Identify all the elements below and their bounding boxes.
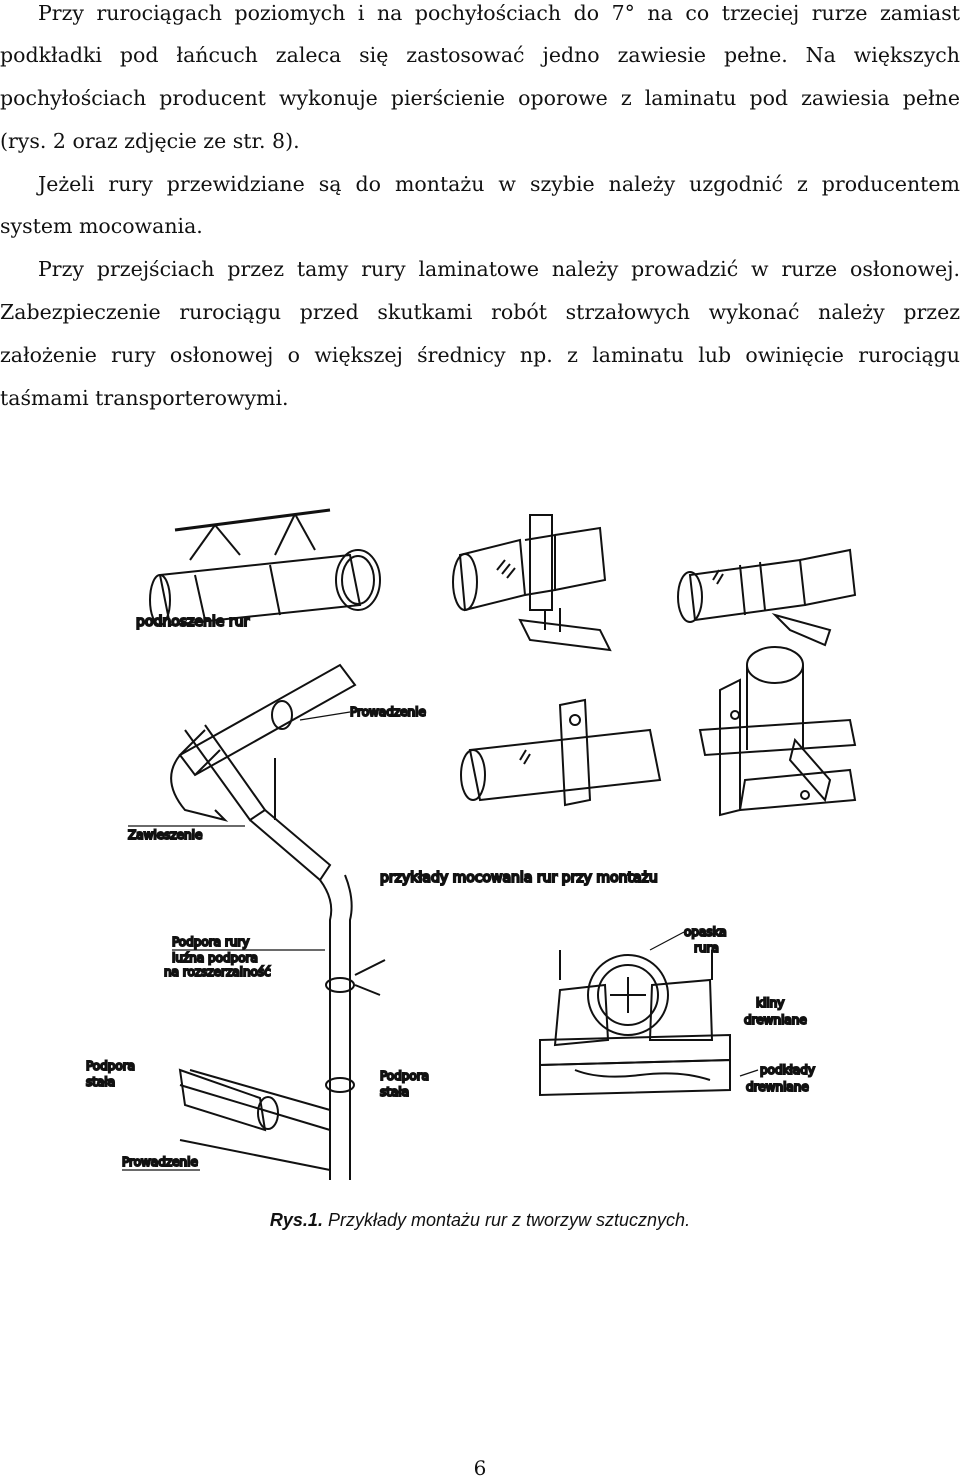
label-fixed-support-right-2: stała (380, 1085, 409, 1099)
paragraph-line: Zabezpieczenie rurociągu przed skutkami … (0, 300, 960, 324)
paragraph-line: taśmami transporterowymi. (0, 386, 289, 410)
label-loose-support-2: na rozszerzalność (164, 965, 271, 979)
horizontal-clamp-drawing (460, 698, 662, 807)
paragraph-line: pochyłościach producent wykonuje pierści… (0, 86, 960, 110)
label-wedges-2: drewniane (744, 1013, 807, 1027)
paragraph-line: system mocowania. (0, 214, 203, 238)
clamp-stand-drawing (452, 514, 612, 652)
lifting-pipe-drawing (149, 508, 381, 627)
paragraph-line: podkładki pod łańcuch zaleca się zastoso… (0, 43, 960, 67)
label-clamp-band: opaska (684, 925, 727, 939)
pipeline-route-drawing (170, 663, 386, 1180)
label-wedges-1: kliny (756, 996, 784, 1010)
pipe-mounting-figure: podnoszenie rur (0, 480, 960, 1210)
paragraph-line: założenie rury osłonowej o większej śred… (0, 343, 960, 367)
label-guide-bottom: Prowadzenie (122, 1155, 198, 1169)
label-lifting: podnoszenie rur (136, 614, 249, 630)
paragraph-line: Przy przejściach przez tamy rury laminat… (38, 257, 960, 281)
wooden-support-drawing (539, 950, 731, 1097)
label-sleepers-1: podkłady (760, 1063, 815, 1077)
label-suspension: Zawieszenie (128, 828, 202, 842)
vertical-clamp-drawing (698, 646, 857, 817)
caption-prefix: Rys.1. (269, 1210, 323, 1230)
label-loose-support-1: luźna podpora (172, 951, 258, 965)
clamp-bracket-drawing (677, 548, 857, 647)
label-pipe-support: Podpora rury (172, 935, 249, 949)
page-number: 6 (473, 1456, 487, 1480)
label-guide-top: Prowadzenie (350, 705, 426, 719)
label-fixed-support-right-1: Podpora (380, 1069, 429, 1083)
label-fixed-support-left-2: stała (86, 1075, 115, 1089)
label-mounting-examples: przykłady mocowania rur przy montażu (380, 870, 658, 886)
figure-caption: Rys.1. Przykłady montażu rur z tworzyw s… (0, 1210, 960, 1231)
paragraph-line: (rys. 2 oraz zdjęcie ze str. 8). (0, 129, 300, 153)
caption-text: Przykłady montażu rur z tworzyw sztuczny… (327, 1210, 691, 1230)
label-pipe: rura (694, 941, 719, 955)
paragraph-line: Przy rurociągach poziomych i na pochyłoś… (38, 1, 960, 25)
paragraph-line: Jeżeli rury przewidziane są do montażu w… (38, 172, 960, 196)
label-fixed-support-left-1: Podpora (86, 1059, 135, 1073)
label-sleepers-2: drewniane (746, 1080, 809, 1094)
